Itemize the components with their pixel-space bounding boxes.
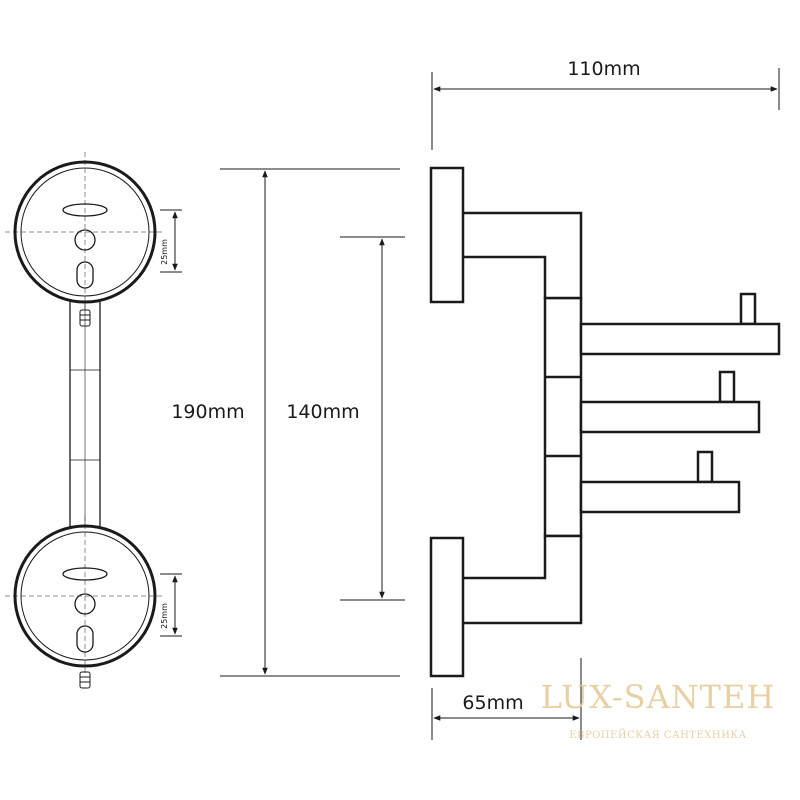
screw-hole (74, 593, 96, 615)
slot-spacing-bottom-label: 25mm (160, 603, 169, 629)
front-view-top-plate (5, 152, 165, 312)
width-dimension-label: 110mm (567, 58, 640, 80)
watermark-tagline: ЕВРОПЕЙСКАЯ САНТЕХНИКА (569, 729, 746, 741)
screw-icon (79, 671, 91, 689)
slot-spacing-top-label: 25mm (160, 239, 169, 265)
top-bracket (460, 211, 583, 300)
bottom-wall-plate (429, 536, 465, 678)
swivel-arm-2 (579, 370, 761, 434)
mounting-slot (76, 261, 94, 289)
watermark: LUX-SANTEH ЕВРОПЕЙСКАЯ САНТЕХНИКА (541, 678, 776, 741)
hinge-column (543, 296, 583, 538)
slot-dimension-top (160, 209, 182, 273)
front-view-bottom-plate (5, 516, 165, 676)
top-wall-plate (429, 166, 465, 304)
slot-dimension-bottom (160, 573, 182, 637)
hole-spacing-label: 140mm (286, 401, 359, 423)
swivel-arm-1 (579, 292, 781, 356)
depth-dimension-label: 65mm (462, 692, 523, 714)
watermark-brand: LUX-SANTEH (541, 678, 776, 716)
bottom-bracket (460, 534, 583, 625)
screw-icon (79, 309, 91, 327)
screw-hole (74, 229, 96, 251)
mounting-slot (62, 203, 108, 217)
dimension-lines (220, 68, 780, 740)
front-view (5, 152, 182, 689)
mounting-slot (62, 567, 108, 581)
height-dimension-label: 190mm (171, 401, 244, 423)
swivel-arm-3 (579, 450, 741, 514)
side-view (429, 166, 781, 678)
mounting-slot (76, 625, 94, 653)
